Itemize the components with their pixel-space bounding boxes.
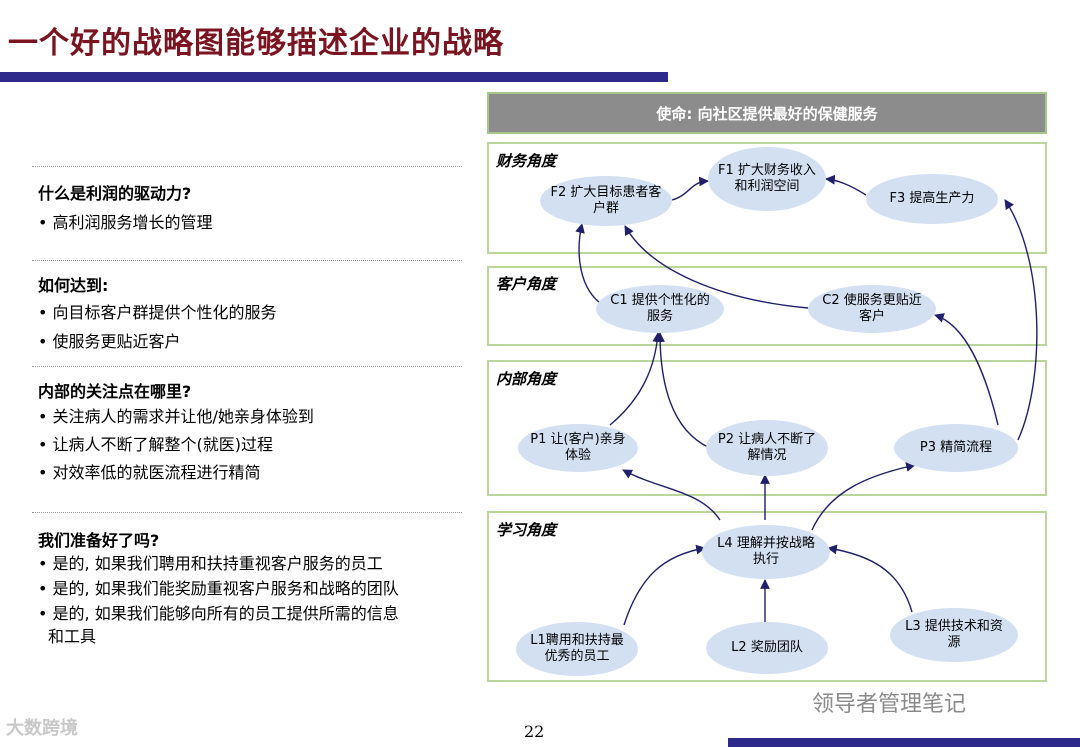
customer-panel	[487, 266, 1047, 346]
node-l1: L1聘用和扶持最优秀的员工	[516, 622, 638, 676]
section-ready-bullet: • 是的, 如果我们聘用和扶持重视客户服务的员工	[38, 554, 383, 573]
title-underline	[0, 72, 668, 82]
section-profit-bullet: • 高利润服务增长的管理	[38, 213, 213, 232]
section-ready-bullet-cont: 和工具	[48, 627, 97, 646]
node-f1: F1 扩大财务收入和利润空间	[708, 147, 826, 211]
arrow-l1-l4	[623, 544, 706, 626]
arrow-f3-f1	[825, 174, 867, 196]
node-p3: P3 精简流程	[894, 424, 1018, 472]
section-how-bullet: • 向目标客户群提供个性化的服务	[38, 303, 277, 322]
node-c2: C2 使服务更贴近客户	[808, 285, 936, 333]
page-title: 一个好的战略图能够描述企业的战略	[8, 26, 504, 61]
section-how-bullet: • 使服务更贴近客户	[38, 332, 181, 351]
page-number: 22	[524, 722, 545, 741]
finance-label: 财务角度	[496, 152, 557, 170]
mission-banner: 使命: 向社区提供最好的保健服务	[487, 92, 1047, 134]
arrow-c2-f2	[624, 225, 809, 309]
internal-label: 内部角度	[496, 370, 557, 388]
section-internal-question: 内部的关注点在哪里?	[38, 382, 192, 401]
section-ready-question: 我们准备好了吗?	[38, 531, 160, 550]
watermark-left: 大数跨境	[6, 718, 78, 739]
arrow-f2-f1	[671, 176, 709, 201]
node-p1: P1 让(客户)亲身体验	[518, 424, 638, 472]
node-l2: L2 奖励团队	[706, 622, 828, 674]
watermark-right: 领导者管理笔记	[812, 692, 967, 717]
node-p2: P2 让病人不断了解情况	[706, 420, 828, 476]
arrow-p3-c2	[934, 313, 999, 426]
node-c1: C1 提供个性化的服务	[596, 285, 724, 333]
divider	[32, 260, 462, 261]
node-f3: F3 提高生产力	[866, 174, 998, 224]
divider	[32, 366, 462, 367]
section-profit-question: 什么是利润的驱动力?	[38, 184, 192, 203]
learning-label: 学习角度	[496, 521, 557, 539]
section-ready-bullet: • 是的, 如果我们能够向所有的员工提供所需的信息	[38, 604, 399, 623]
node-f2: F2 扩大目标患者客户群	[540, 176, 672, 226]
divider	[32, 512, 462, 513]
arrow-p1-c1	[609, 332, 663, 426]
footer-bar	[728, 738, 1080, 747]
arrow-l4-p3	[811, 462, 916, 531]
section-internal-bullet: • 对效率低的就医流程进行精简	[38, 463, 261, 482]
arrow-c1-f2	[575, 223, 604, 306]
node-l3: L3 提供技术和资源	[890, 608, 1018, 662]
arrow-l3-l4	[827, 544, 913, 613]
section-ready-bullet: • 是的, 如果我们能奖励重视客户服务和战略的团队	[38, 579, 399, 598]
node-l4: L4 理解并按战略执行	[702, 525, 830, 579]
section-how-question: 如何达到:	[38, 276, 109, 295]
section-internal-bullet: • 关注病人的需求并让他/她亲身体验到	[38, 407, 314, 426]
section-internal-bullet: • 让病人不断了解整个(就医)过程	[38, 435, 274, 454]
divider	[32, 166, 462, 167]
arrow-p2-c1	[655, 332, 711, 449]
arrow-l4-p1	[622, 469, 721, 521]
customer-label: 客户角度	[496, 275, 557, 293]
arrow-p3-f3	[1004, 199, 1038, 441]
